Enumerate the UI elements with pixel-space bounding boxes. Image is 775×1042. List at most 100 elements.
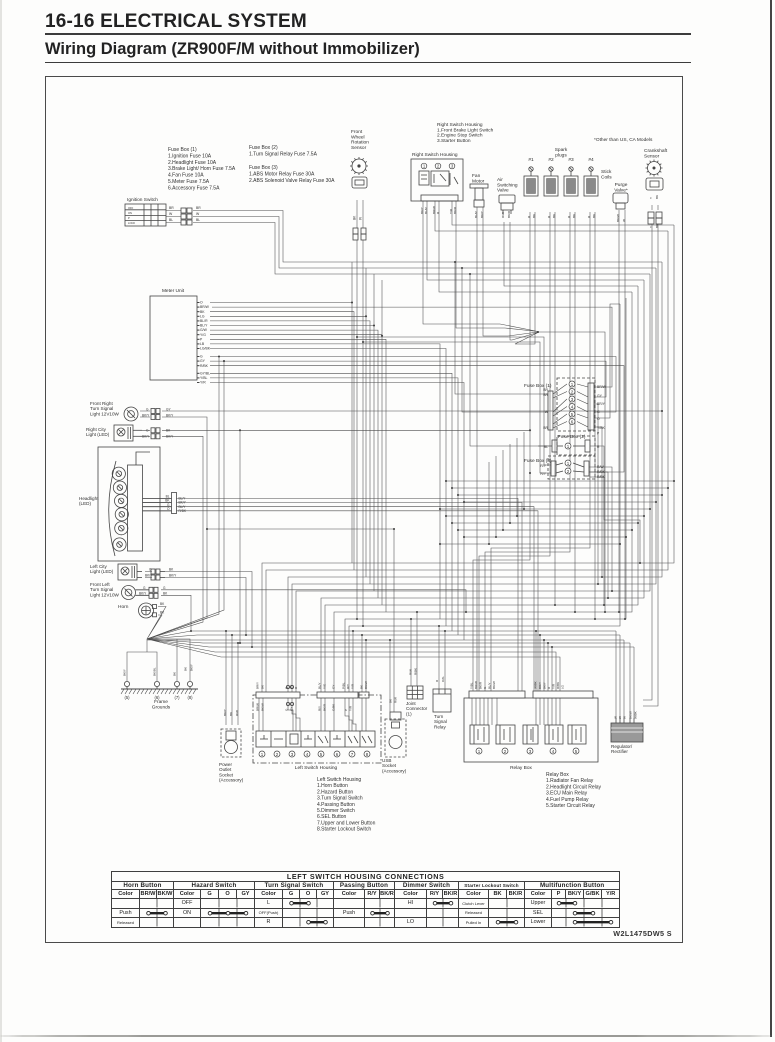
label-w-lsh-13: BK/W [364,681,368,689]
fan-motor-symbol [469,183,489,208]
switch-position-label: R [254,917,283,928]
svg-text:1: 1 [567,444,570,449]
switch-position-label: Push [111,907,140,918]
switch-position-label [333,917,365,928]
label-w-fb1-l0: BR [543,388,548,392]
label-w-crank-3: Y [649,226,653,228]
col-header-wire: BR/W [139,889,157,899]
label-w-pwr-2: BK [229,712,233,716]
label-w-reg-4: BK/W [629,711,633,719]
circled-number-relay-4 [549,747,557,755]
table-title: LEFT SWITCH HOUSING CONNECTIONS [110,871,621,882]
connection-cell [426,898,459,909]
svg-text:3: 3 [571,397,574,402]
col-header-wire: O [218,889,237,899]
connection-cell [200,917,255,928]
fuse-box-1-symbol [547,377,596,432]
label-w-relay-6: BK/W [492,681,496,689]
label-w-hl-3: BL/Y [179,505,187,509]
label-w-coil4-2: BK [592,214,596,218]
label-w-fb3-l1: R/Y [540,464,546,468]
connection-cell [364,917,395,928]
label-w-rsh-3: BR/W [432,206,436,214]
col-header-wire: BK/R [442,889,459,899]
label-w-lsh-2: BK [261,685,265,689]
switch-position-label: OFF [173,898,201,909]
switch-position-label: Pulled In [458,917,489,928]
label-w-purge-1: BK/W [616,214,620,222]
label-w-lsh-12: BK [360,685,364,689]
label-w-asv-1: R/W [501,212,505,218]
label-w-frts-3: GY [166,408,171,412]
label-pin-rbk: R/BK [200,364,209,368]
circled-number-rsh-1 [420,162,428,170]
fuse-box-3-symbol [547,455,596,480]
label-w-relay-10: R [547,686,551,689]
label-w-flts-2: BK/Y [139,591,147,595]
col-header-wire: R/Y [426,889,443,899]
circled-number-lsh-3 [288,750,296,758]
label-w-fb2-r: R [597,445,600,449]
connection-cell [488,907,525,918]
label-w-lsh-20: G/BK [332,704,336,711]
label-pin-gybl: GY/BL [200,371,210,375]
connection-cell [488,917,525,928]
label-w-lsh-10: R/Y [346,684,350,689]
purge-valve-symbol [612,192,629,210]
circled-number-fb1-1 [568,380,576,388]
label-w-fb2-l: BL [544,445,548,449]
svg-text:4: 4 [306,752,309,757]
group-header-hazard-switch: Hazard Switch [173,881,255,890]
label-w-lsh-6: BL/Y [318,682,322,689]
label-w-fb1-l2: W [545,410,549,414]
label-w-gnd-1: BK/Y [123,669,127,676]
label-w-relay-8: BR/Y [538,682,542,689]
circled-number-lsh-7 [348,750,356,758]
col-header-wire: BK/R [506,889,525,899]
front-right-turn-signal-symbol [123,406,161,422]
label-w-fb1-l3: BR [543,426,548,430]
svg-text:2: 2 [437,164,440,169]
label-w-flts-4: BK [163,591,168,595]
svg-text:2: 2 [571,389,574,394]
circled-number-fb3-1 [564,459,572,467]
label-w-lsh-4: GY [290,685,294,689]
label-w-flts-3: G [163,586,166,590]
col-header-wire: BK/Y [565,889,584,899]
label-w-fb1-l1: BR [543,393,548,397]
label-w-lsh-11: Y/R [351,683,355,689]
joint-connector-symbol [406,685,424,700]
label-fuse-box-2-title: Fuse Box (2) [558,434,586,440]
front-left-turn-signal-symbol [121,585,159,600]
col-header-wire: G/BK [583,889,602,899]
left-switch-housing-symbol [252,685,382,764]
label-w-relay-1: Y/BL [470,682,474,689]
label-w-coil2-1: R [547,215,551,218]
circled-number-fb1-2 [568,388,576,395]
connection-cell [139,898,174,909]
connection-cell [364,907,395,918]
label-ground-7: (7) [174,695,180,700]
label-regulator-rectifier-label: Regulator/Rectifier [611,744,633,754]
circled-number-fb2-1 [564,442,572,450]
label-w-lsh-18: R/Y [318,706,322,711]
group-header-horn-button: Horn Button [111,881,174,890]
svg-text:2: 2 [504,749,507,754]
label-w-jc-1: R/W [409,669,413,675]
label-pin-lgbk: LG/BK [200,347,211,351]
label-w-relay-7: W/BK [534,681,538,689]
label-w-coil3-1: R [567,215,571,218]
svg-text:4: 4 [552,749,555,754]
regulator-rectifier-symbol [610,718,644,743]
svg-text:1: 1 [478,749,481,754]
svg-text:5: 5 [320,752,323,757]
label-w-lsh-7: Y/G [323,683,327,689]
circled-number-relay-5 [572,747,580,755]
col-header-wire: GY [236,889,255,899]
